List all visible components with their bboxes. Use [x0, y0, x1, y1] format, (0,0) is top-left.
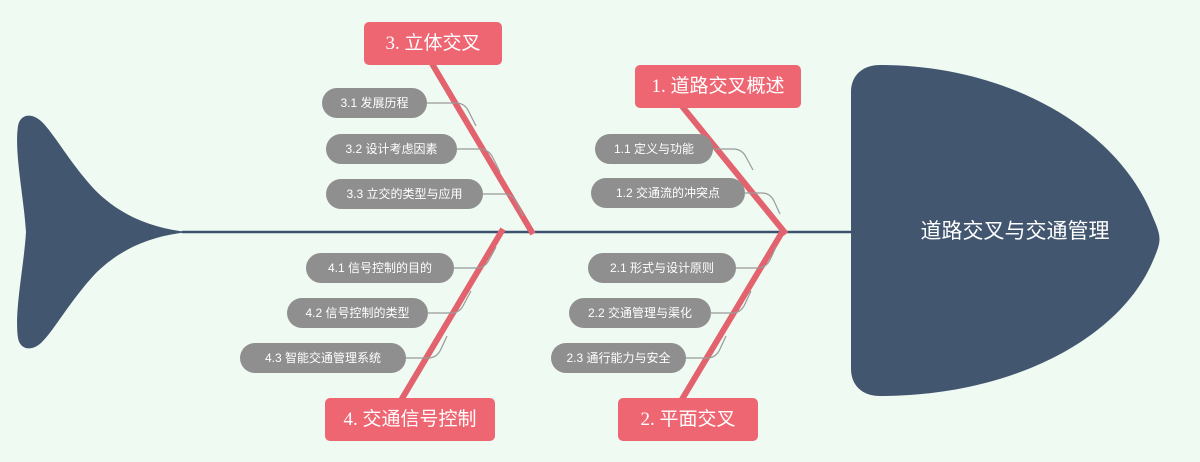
branch-line-cat-2: [678, 227, 787, 403]
category-box-cat-3[interactable]: 3. 立体交叉: [364, 22, 502, 65]
branch-line-cat-4: [397, 227, 506, 404]
connector-2-2: [711, 290, 752, 314]
connector-3-3: [483, 193, 524, 217]
sub-item-label: 4.3 智能交通管理系统: [265, 350, 381, 365]
connector-3-2: [457, 148, 501, 173]
connector-4-1: [454, 246, 497, 269]
fish-head-label: 道路交叉与交通管理: [921, 219, 1110, 243]
category-box-cat-4[interactable]: 4. 交通信号控制: [325, 398, 495, 441]
connector-4-2: [428, 290, 472, 314]
fish-head: [851, 65, 1160, 396]
sub-item-4-1[interactable]: 4.1 信号控制的目的: [306, 253, 454, 283]
branch-line-cat-1: [678, 103, 789, 236]
category-box-cat-1[interactable]: 1. 道路交叉概述: [635, 65, 801, 108]
category-label: 1. 道路交叉概述: [651, 75, 784, 97]
sub-item-1-2[interactable]: 1.2 交通流的冲突点: [591, 178, 745, 208]
connector-4-3: [406, 335, 448, 359]
sub-item-2-1[interactable]: 2.1 形式与设计原则: [588, 253, 736, 283]
category-box-cat-2[interactable]: 2. 平面交叉: [618, 398, 758, 441]
category-label: 2. 平面交叉: [640, 408, 735, 430]
sub-item-3-2[interactable]: 3.2 设计考虑因素: [326, 134, 457, 164]
sub-item-label: 3.1 发展历程: [340, 95, 408, 110]
sub-item-label: 3.3 立交的类型与应用: [346, 186, 462, 201]
connector-2-3: [686, 335, 727, 359]
sub-item-4-3[interactable]: 4.3 智能交通管理系统: [240, 343, 406, 373]
sub-item-label: 4.1 信号控制的目的: [328, 260, 432, 275]
sub-item-2-2[interactable]: 2.2 交通管理与渠化: [569, 298, 711, 328]
sub-item-label: 1.1 定义与功能: [614, 141, 694, 156]
category-label: 4. 交通信号控制: [343, 408, 476, 430]
connector-1-2: [745, 192, 781, 215]
branch-line-cat-3: [428, 60, 536, 236]
sub-item-3-1[interactable]: 3.1 发展历程: [322, 88, 427, 118]
sub-item-4-2[interactable]: 4.2 信号控制的类型: [287, 298, 428, 328]
connector-2-1: [736, 246, 777, 269]
sub-item-3-3[interactable]: 3.3 立交的类型与应用: [326, 179, 483, 209]
connector-1-1: [713, 148, 754, 171]
connector-3-1: [427, 102, 477, 127]
sub-item-label: 3.2 设计考虑因素: [345, 142, 437, 156]
sub-item-2-3[interactable]: 2.3 通行能力与安全: [551, 343, 686, 373]
fish-tail: [17, 115, 188, 349]
category-label: 3. 立体交叉: [385, 32, 480, 54]
sub-item-label: 2.1 形式与设计原则: [610, 261, 714, 275]
sub-item-label: 4.2 信号控制的类型: [305, 305, 409, 320]
sub-item-label: 2.2 交通管理与渠化: [588, 305, 692, 320]
sub-item-label: 1.2 交通流的冲突点: [616, 185, 720, 200]
sub-item-label: 2.3 通行能力与安全: [566, 350, 670, 365]
sub-item-1-1[interactable]: 1.1 定义与功能: [595, 134, 713, 164]
